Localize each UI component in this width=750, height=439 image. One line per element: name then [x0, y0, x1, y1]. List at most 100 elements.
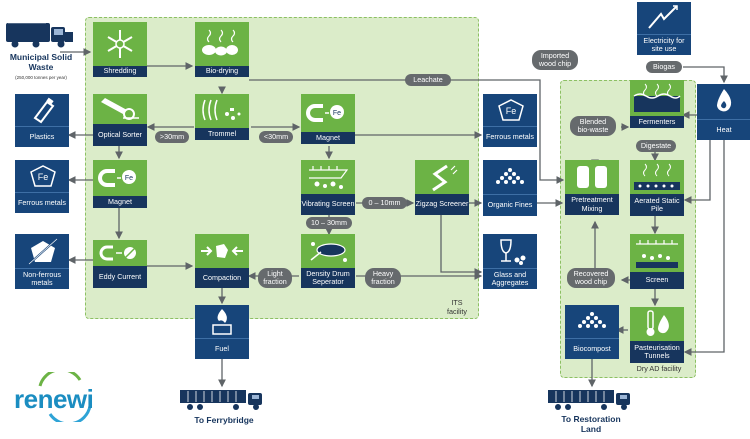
trommel-node[interactable]: Trommel: [195, 94, 249, 146]
svg-text:Fe: Fe: [506, 106, 517, 116]
compaction-label: Compaction: [195, 268, 249, 288]
eddy-current-node[interactable]: Eddy Current: [93, 240, 147, 288]
electricity-output[interactable]: Electricity for site use: [637, 2, 691, 55]
magnet-icon: Fe: [301, 94, 355, 132]
light-fraction-pill: Light fraction: [258, 268, 292, 288]
recovered-wood-chip-pill: Recovered wood chip: [567, 268, 615, 288]
plastics-label: Plastics: [15, 126, 69, 147]
magnet-left-node[interactable]: Fe Magnet: [93, 160, 147, 212]
fe-rock-icon: Fe: [483, 94, 537, 126]
pasteurisation-label: Pasteurisation Tunnels: [630, 341, 684, 363]
zigzag-screener-node[interactable]: Zigzag Screener: [415, 160, 469, 215]
glass-icon: [483, 234, 537, 268]
source-subtitle: (250,000 tonnes per year): [15, 75, 67, 80]
aerated-pile-node[interactable]: Aerated Static Pile: [630, 160, 684, 216]
source-title: Municipal Solid Waste: [9, 52, 73, 72]
its-facility-label: ITS facility: [447, 298, 467, 316]
nonferrous-output[interactable]: Non-ferrous metals: [15, 234, 69, 289]
compaction-node[interactable]: Compaction: [195, 234, 249, 288]
density-drum-icon: [301, 234, 355, 268]
svg-text:Fe: Fe: [38, 172, 49, 182]
organic-fines-output[interactable]: Organic Fines: [483, 160, 537, 216]
pretreatment-node[interactable]: Pretreatment Mixing: [565, 160, 619, 215]
screen-node[interactable]: Screen: [630, 234, 684, 289]
biodrying-label: Bio-drying: [195, 66, 249, 77]
heavy-fraction-pill: Heavy fraction: [365, 268, 401, 288]
shredding-node[interactable]: Shredding: [93, 22, 147, 77]
dry-ad-facility-label: Dry AD facility: [636, 364, 682, 373]
compost-pile-icon: [565, 305, 619, 338]
plastics-output[interactable]: Plastics: [15, 94, 69, 147]
biogas-pill: Biogas: [646, 61, 682, 73]
shredding-label: Shredding: [93, 66, 147, 77]
magnet-left-label: Magnet: [93, 196, 147, 208]
eddy-current-icon: [93, 240, 147, 266]
screen-icon: [630, 234, 684, 272]
crossed-rock-icon: [15, 234, 69, 268]
digestate-pill: Digestate: [636, 140, 676, 152]
restoration-label: To Restoration Land: [561, 414, 621, 434]
thermometer-drop-icon: [630, 307, 684, 341]
svg-text:Fe: Fe: [125, 175, 133, 182]
vibrating-screen-icon: [301, 160, 355, 194]
heat-pile-icon: [195, 22, 249, 66]
zigzag-icon: [415, 160, 469, 194]
fire-block-icon: [195, 305, 249, 338]
ferrous-mid-label: Ferrous metals: [483, 126, 537, 147]
renewi-logo-text: renewi: [14, 384, 94, 414]
lt30mm-pill: <30mm: [259, 131, 293, 143]
ferrous-left-output[interactable]: Fe Ferrous metals: [15, 160, 69, 213]
trommel-drum-icon: [195, 94, 249, 128]
leachate-pill: Leachate: [405, 74, 451, 86]
magnet-mid-label: Magnet: [301, 132, 355, 144]
restoration-truck-icon: [548, 388, 636, 412]
pretreatment-label: Pretreatment Mixing: [565, 194, 619, 215]
range-10-30mm-pill: 10 – 30mm: [306, 217, 352, 229]
biodrying-node[interactable]: Bio-drying: [195, 22, 249, 77]
fe-rock-icon: Fe: [15, 160, 69, 192]
magnet-mid-node[interactable]: Fe Magnet: [301, 94, 355, 146]
ferrous-left-label: Ferrous metals: [15, 192, 69, 213]
ferrybridge-label: To Ferrybridge: [194, 415, 254, 425]
renewi-logo: renewi: [10, 368, 120, 426]
vibrating-screen-node[interactable]: Vibrating Screen: [301, 160, 355, 215]
trommel-label: Trommel: [195, 128, 249, 140]
lightning-icon: [637, 2, 691, 34]
fermenters-label: Fermenters: [630, 116, 684, 128]
aerated-pile-label: Aerated Static Pile: [630, 194, 684, 216]
heat-label: Heat: [697, 119, 750, 140]
optical-sorter-node[interactable]: Optical Sorter: [93, 94, 147, 146]
gt30mm-pill: >30mm: [155, 131, 189, 143]
blended-bio-waste-pill: Blended bio-waste: [570, 116, 616, 136]
aerated-pile-icon: [630, 160, 684, 194]
ferrybridge-truck-icon: [180, 388, 268, 412]
vibrating-screen-label: Vibrating Screen: [301, 194, 355, 215]
tanks-icon: [565, 160, 619, 194]
flame-drop-icon: [697, 84, 750, 119]
range-0-10mm-pill: 0 – 10mm: [362, 197, 407, 209]
heat-output[interactable]: Heat: [697, 84, 750, 140]
organic-fines-label: Organic Fines: [483, 194, 537, 216]
eddy-current-label: Eddy Current: [93, 266, 147, 288]
magnet-icon: Fe: [93, 160, 147, 196]
ferrous-mid-output[interactable]: Fe Ferrous metals: [483, 94, 537, 147]
compaction-icon: [195, 234, 249, 268]
biocompost-output[interactable]: Biocompost: [565, 305, 619, 359]
zigzag-screener-label: Zigzag Screener: [415, 194, 469, 215]
soil-pile-icon: [483, 160, 537, 194]
fuel-output[interactable]: Fuel: [195, 305, 249, 359]
screen-label: Screen: [630, 272, 684, 289]
refuse-truck-icon: [6, 20, 74, 48]
snowflake-shred-icon: [93, 22, 147, 66]
nonferrous-label: Non-ferrous metals: [15, 268, 69, 289]
electricity-label: Electricity for site use: [637, 34, 691, 55]
imported-wood-chip-pill: Imported wood chip: [532, 50, 578, 70]
density-drum-node[interactable]: Density Drum Seperator: [301, 234, 355, 288]
density-drum-label: Density Drum Seperator: [301, 268, 355, 288]
glass-output[interactable]: Glass and Aggregates: [483, 234, 537, 289]
pasteurisation-node[interactable]: Pasteurisation Tunnels: [630, 307, 684, 363]
biocompost-label: Biocompost: [565, 338, 619, 359]
optical-sensor-icon: [93, 94, 147, 124]
fermenters-node[interactable]: Fermenters: [630, 80, 684, 138]
bottle-icon: [15, 94, 69, 126]
